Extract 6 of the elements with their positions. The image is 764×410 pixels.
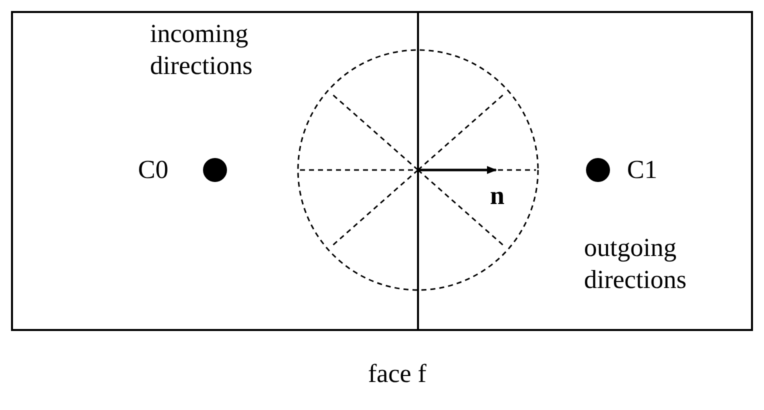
direction-label: outgoing directions bbox=[584, 232, 688, 296]
normal-label: n bbox=[490, 180, 504, 212]
cell-label: C0 bbox=[138, 154, 168, 186]
cell-label: C1 bbox=[627, 154, 658, 186]
direction-label: incoming directions bbox=[150, 18, 254, 82]
face-label: face f bbox=[368, 358, 426, 390]
